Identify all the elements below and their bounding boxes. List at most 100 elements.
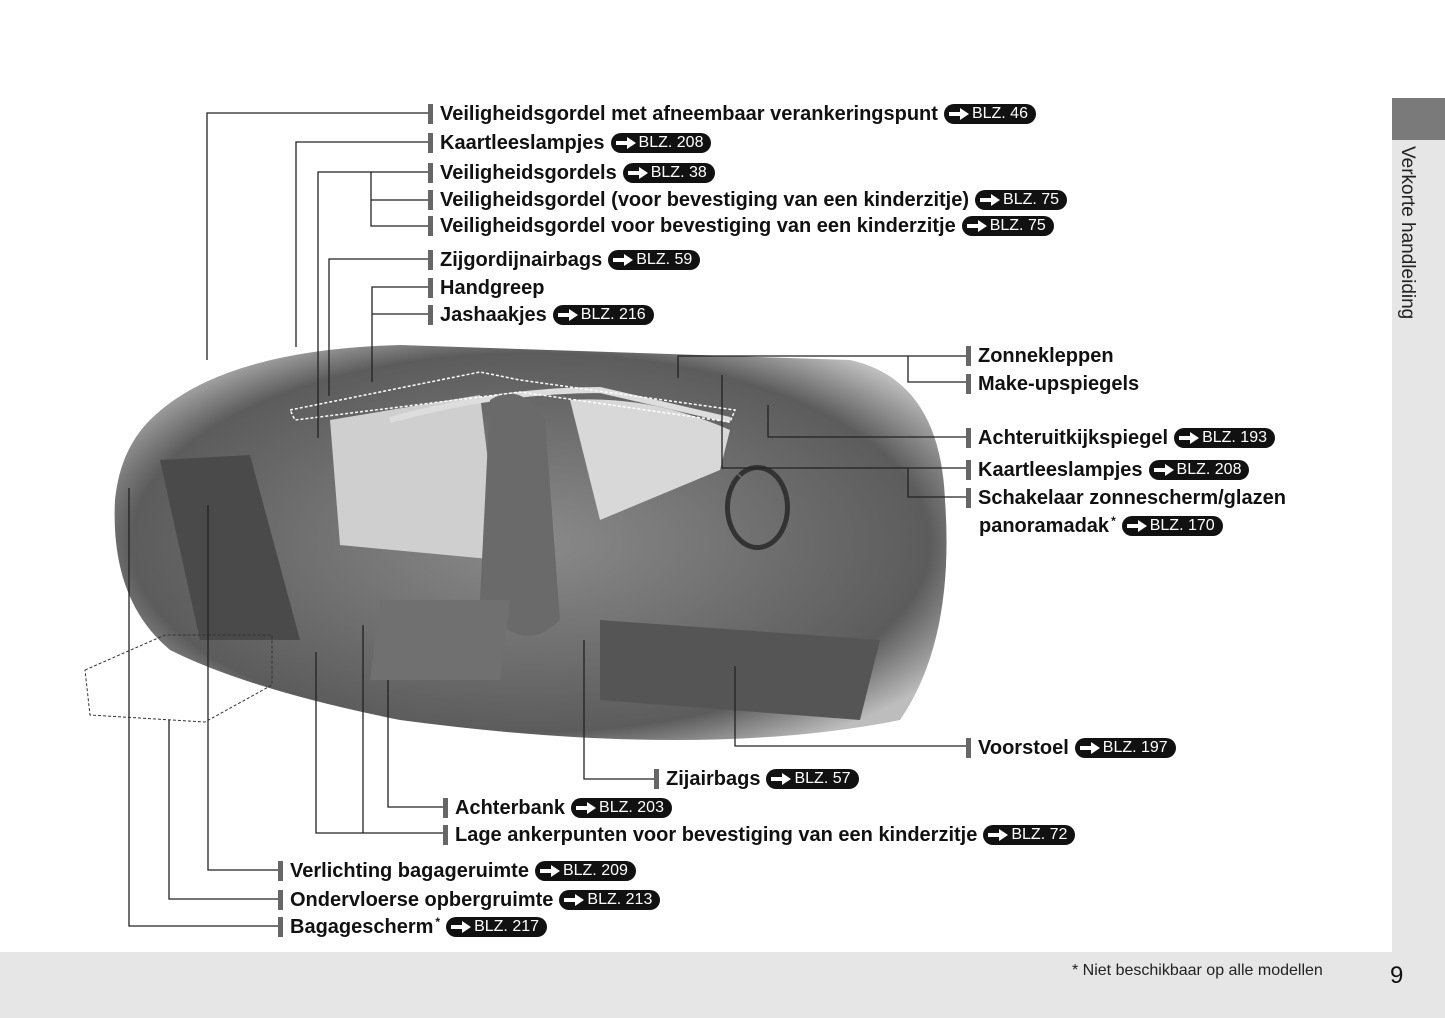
label-seatbelt-child-seat: Veiligheidsgordel voor bevestiging van e… <box>428 214 1054 238</box>
label-text: Bagagescherm <box>290 915 434 938</box>
marker <box>428 190 433 210</box>
marker <box>654 769 659 789</box>
label-text: Schakelaar zonnescherm/glazen <box>978 486 1286 509</box>
page-ref-link[interactable]: BLZ. 75 <box>975 190 1068 210</box>
arrow-right-icon <box>557 309 578 321</box>
marker <box>278 890 283 910</box>
marker <box>966 738 971 758</box>
marker <box>443 798 448 818</box>
arrow-right-icon <box>966 220 987 232</box>
marker <box>966 374 971 394</box>
label-text: Make-upspiegels <box>978 372 1140 395</box>
page-ref-link[interactable]: BLZ. 216 <box>552 305 654 325</box>
label-text: Jashaakjes <box>440 303 547 326</box>
label-text: Handgreep <box>440 276 545 299</box>
page-ref-link[interactable]: BLZ. 193 <box>1174 428 1275 448</box>
page-ref-link[interactable]: BLZ. 197 <box>1074 738 1176 758</box>
label-vanity-mirrors: Make-upspiegels <box>966 372 1139 396</box>
page-ref-link[interactable]: BLZ. 38 <box>622 163 715 183</box>
marker <box>966 460 971 480</box>
label-text: Zijairbags <box>666 767 761 790</box>
marker <box>278 861 283 881</box>
section-tab <box>1392 98 1445 140</box>
arrow-right-icon <box>980 194 1001 206</box>
marker <box>428 250 433 270</box>
page-ref-link[interactable]: BLZ. 213 <box>559 890 661 910</box>
page-ref-link[interactable]: BLZ. 59 <box>608 250 701 270</box>
marker <box>428 305 433 325</box>
marker <box>428 163 433 183</box>
arrow-right-icon <box>771 773 792 785</box>
page-footer <box>0 952 1445 1018</box>
label-sunshade-switch: Schakelaar zonnescherm/glazen <box>966 486 1286 510</box>
label-cargo-cover: Bagagescherm*BLZ. 217 <box>278 915 548 939</box>
marker <box>443 825 448 845</box>
footnote: * Niet beschikbaar op alle modellen <box>1072 962 1323 979</box>
label-text: Zonnekleppen <box>978 344 1114 367</box>
page-ref-link[interactable]: BLZ. 72 <box>983 825 1076 845</box>
marker <box>428 278 433 298</box>
arrow-right-icon <box>1153 464 1174 476</box>
label-text: Kaartleeslampjes <box>440 131 605 154</box>
arrow-right-icon <box>627 167 648 179</box>
arrow-right-icon <box>988 829 1009 841</box>
arrow-right-icon <box>564 894 585 906</box>
arrow-right-icon <box>1079 742 1100 754</box>
page-number: 9 <box>1390 962 1404 989</box>
page-ref-link[interactable]: BLZ. 209 <box>534 861 636 881</box>
label-sun-visors: Zonnekleppen <box>966 344 1114 368</box>
marker <box>966 428 971 448</box>
marker <box>428 104 433 124</box>
marker <box>966 488 971 508</box>
page-ref-link[interactable]: BLZ. 203 <box>571 798 672 818</box>
arrow-right-icon <box>948 108 969 120</box>
arrow-right-icon <box>1179 432 1200 444</box>
arrow-right-icon <box>451 921 472 933</box>
label-text: Achteruitkijkspiegel <box>978 426 1169 449</box>
page-ref-link[interactable]: BLZ. 170 <box>1121 516 1223 536</box>
label-text: Voorstoel <box>978 736 1069 759</box>
label-text: Kaartleeslampjes <box>978 458 1143 481</box>
asterisk: * <box>1111 514 1116 528</box>
label-text: Verlichting bagageruimte <box>290 859 529 882</box>
label-text: Zijgordijnairbags <box>440 248 603 271</box>
label-seatbelt-child-seat-paren: Veiligheidsgordel (voor bevestiging van … <box>428 188 1068 212</box>
label-text: Achterbank <box>455 796 566 819</box>
page-ref-link[interactable]: BLZ. 217 <box>446 917 548 937</box>
page-ref-link[interactable]: BLZ. 57 <box>766 769 859 789</box>
label-text: Veiligheidsgordel voor bevestiging van e… <box>440 214 956 237</box>
section-strip <box>1392 140 1445 952</box>
label-text: panoramadak <box>979 514 1110 537</box>
section-label: Verkorte handleiding <box>1397 146 1418 320</box>
page-ref-link[interactable]: BLZ. 46 <box>943 104 1036 124</box>
arrow-right-icon <box>615 137 636 149</box>
label-lower-anchors: Lage ankerpunten voor bevestiging van ee… <box>443 823 1076 847</box>
marker <box>428 133 433 153</box>
marker <box>966 346 971 366</box>
label-text: Veiligheidsgordel (voor bevestiging van … <box>440 188 970 211</box>
page-ref-link[interactable]: BLZ. 208 <box>610 133 712 153</box>
marker <box>428 216 433 236</box>
label-text: Veiligheidsgordel met afneembaar veranke… <box>440 102 938 125</box>
page-ref-link[interactable]: BLZ. 75 <box>961 216 1054 236</box>
arrow-right-icon <box>576 802 597 814</box>
label-grab-handle: Handgreep <box>428 276 544 300</box>
arrow-right-icon <box>539 865 560 877</box>
page-ref-link[interactable]: BLZ. 208 <box>1148 460 1250 480</box>
label-text: Veiligheidsgordels <box>440 161 617 184</box>
label-text: Ondervloerse opbergruimte <box>290 888 554 911</box>
label-panoramic-roof: panoramadak* BLZ. 170 <box>979 514 1223 538</box>
arrow-right-icon <box>1126 520 1147 532</box>
